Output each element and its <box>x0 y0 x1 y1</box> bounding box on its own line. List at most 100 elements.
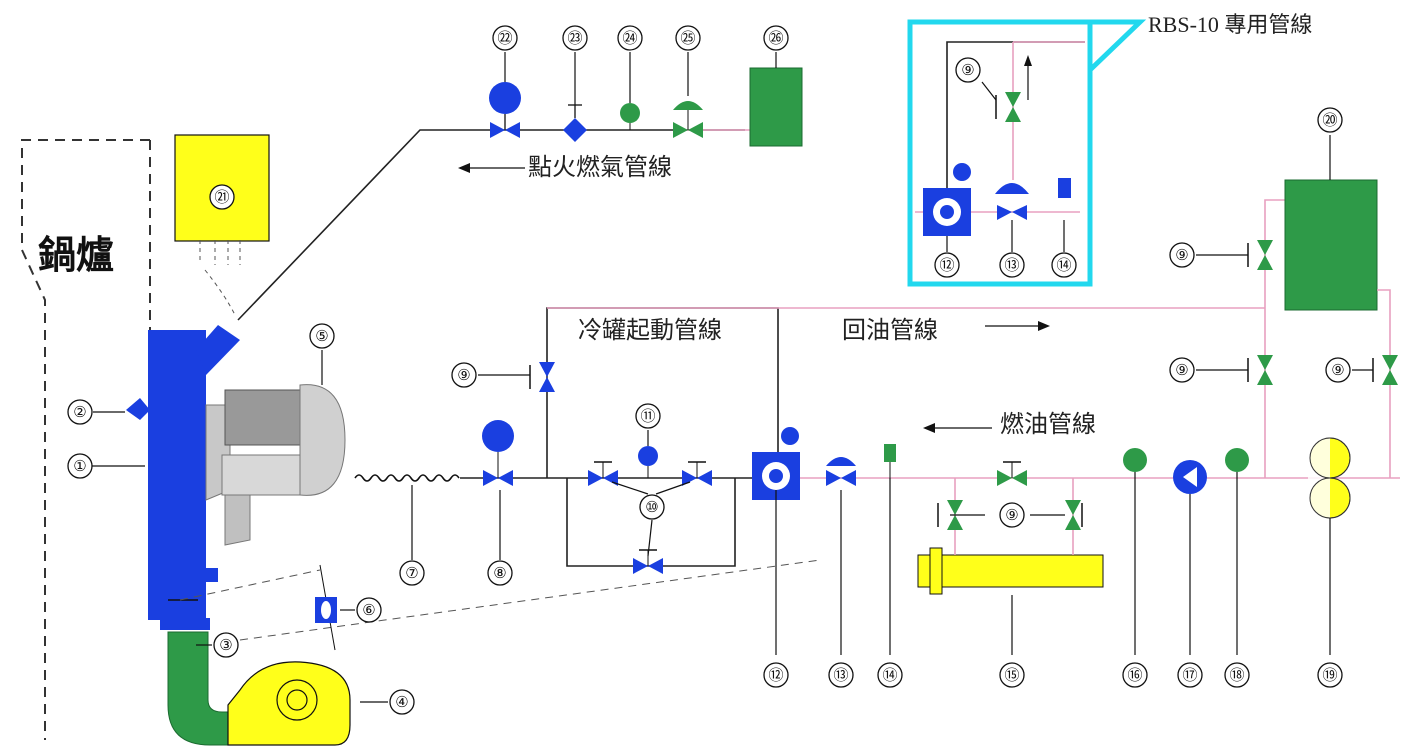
leader-10-b <box>655 481 691 495</box>
tank-valve-upper <box>1247 240 1273 270</box>
fuel-regulator-right <box>841 470 856 486</box>
svg-text:⑯: ⑯ <box>1127 667 1142 684</box>
svg-text:④: ④ <box>395 695 408 711</box>
heater-valve-left <box>937 500 963 530</box>
blower-hub-inner <box>286 689 308 711</box>
gas-solenoid-left <box>490 122 505 138</box>
callout-12: ⑫ <box>763 662 789 688</box>
svg-text:⑦: ⑦ <box>405 566 418 582</box>
svg-text:⑨: ⑨ <box>961 63 974 79</box>
leader-9-e <box>981 81 997 101</box>
ignition-gas-line-label: 點火燃氣管線 <box>528 154 672 181</box>
day-tank <box>1284 179 1378 311</box>
burner-flange <box>160 618 210 630</box>
rbs-pump-motor <box>953 163 971 181</box>
callout-15: ⑮ <box>999 662 1025 688</box>
rbs-regulator-left <box>997 205 1012 220</box>
callout-9-heater: ⑨ <box>999 502 1025 528</box>
oil-pump-motor <box>781 427 799 445</box>
gas-pressure-gauge <box>620 103 640 123</box>
callout-19: ⑲ <box>1317 662 1343 688</box>
gas-regulator-left <box>673 122 688 138</box>
servo-window <box>321 601 331 619</box>
rbs-arrow-head <box>1024 55 1032 66</box>
tank-outlet-pipe <box>1377 289 1391 478</box>
burner-outlet-pipe <box>224 494 251 546</box>
pressure-gauge-18 <box>1225 448 1249 472</box>
callout-16: ⑯ <box>1122 662 1148 688</box>
callout-25: ㉕ <box>675 25 701 51</box>
bypass-pipe <box>566 478 736 567</box>
rbs-regulator-right <box>1012 205 1027 220</box>
svg-text:㉖: ㉖ <box>768 30 783 47</box>
callout-14: ⑭ <box>877 662 903 688</box>
callout-14-rbs: ⑭ <box>1051 252 1077 278</box>
svg-text:③: ③ <box>219 638 232 654</box>
cold-start-line-label: 冷罐起動管線 <box>578 317 722 344</box>
oil-pump-center <box>769 469 783 483</box>
rbs-line-label: RBS-10 專用管線 <box>1148 12 1312 37</box>
svg-text:㉕: ㉕ <box>680 30 695 47</box>
svg-text:⑱: ⑱ <box>1229 667 1244 684</box>
svg-text:⑬: ⑬ <box>833 667 848 684</box>
burner-top <box>148 330 196 350</box>
return-oil-line-label: 回油管線 <box>842 317 938 344</box>
svg-text:⑨: ⑨ <box>1175 248 1188 264</box>
arrow-head-fuel <box>923 423 935 433</box>
svg-text:㉒: ㉒ <box>497 30 512 47</box>
burner-barrel <box>221 454 313 496</box>
heater-bypass-valve <box>997 461 1027 486</box>
tank-vertical-pipe <box>1264 199 1285 478</box>
oil-heater-flange <box>929 547 943 595</box>
arrow-head-ignition <box>458 163 470 173</box>
flexible-hose <box>354 474 460 482</box>
svg-text:⑳: ⑳ <box>1322 112 1337 129</box>
sight-glass <box>126 398 150 420</box>
svg-text:②: ② <box>73 405 86 421</box>
gas-filter <box>563 118 587 142</box>
svg-text:⑧: ⑧ <box>493 566 506 582</box>
rbs-sensor <box>1058 178 1071 198</box>
dual-strainer-mask <box>1308 438 1330 518</box>
tank-valve-lower <box>1247 355 1273 385</box>
gas-regulator-right <box>688 122 703 138</box>
rbs-pointer <box>1088 19 1147 72</box>
fuel-regulator-left <box>826 470 841 486</box>
callout-13: ⑬ <box>828 662 854 688</box>
callout-9-rbs: ⑨ <box>955 57 981 83</box>
gas-regulator-dome <box>673 101 703 110</box>
callout-9-tank-outlet: ⑨ <box>1325 357 1351 383</box>
burner-neck <box>196 325 240 375</box>
tank-outlet-valve <box>1372 355 1398 385</box>
svg-text:㉓: ㉓ <box>567 30 582 47</box>
panel-cable <box>204 269 236 316</box>
heater-valve-right <box>1065 500 1083 530</box>
svg-text:⑭: ⑭ <box>1056 257 1071 274</box>
callout-10: ⑩ <box>639 494 665 520</box>
callout-12-rbs: ⑫ <box>934 252 960 278</box>
svg-text:⑲: ⑲ <box>1322 667 1337 684</box>
burner-motor <box>224 389 301 446</box>
bypass-gauge <box>638 446 658 466</box>
fuel-solenoid-right <box>498 470 513 486</box>
svg-text:⑨: ⑨ <box>1175 363 1188 379</box>
callout-23: ㉓ <box>562 25 588 51</box>
fuel-solenoid-head <box>482 420 514 452</box>
cold-start-valve-bottom <box>539 377 555 392</box>
callout-5: ⑤ <box>309 323 335 349</box>
callout-20: ⑳ <box>1317 107 1343 133</box>
callout-1: ① <box>67 453 93 479</box>
svg-text:⑨: ⑨ <box>1005 508 1018 524</box>
svg-text:⑮: ⑮ <box>1004 667 1019 684</box>
callout-6: ⑥ <box>356 597 382 623</box>
callout-8: ⑧ <box>487 560 513 586</box>
burner-fan-cover <box>299 384 346 496</box>
rbs-box <box>907 19 1093 287</box>
fuel-solenoid-left <box>483 470 498 486</box>
svg-text:⑨: ⑨ <box>1331 363 1344 379</box>
svg-text:⑥: ⑥ <box>362 603 375 619</box>
svg-text:⑫: ⑫ <box>768 667 783 684</box>
fuel-sensor <box>884 444 896 462</box>
callout-13-rbs: ⑬ <box>999 252 1025 278</box>
